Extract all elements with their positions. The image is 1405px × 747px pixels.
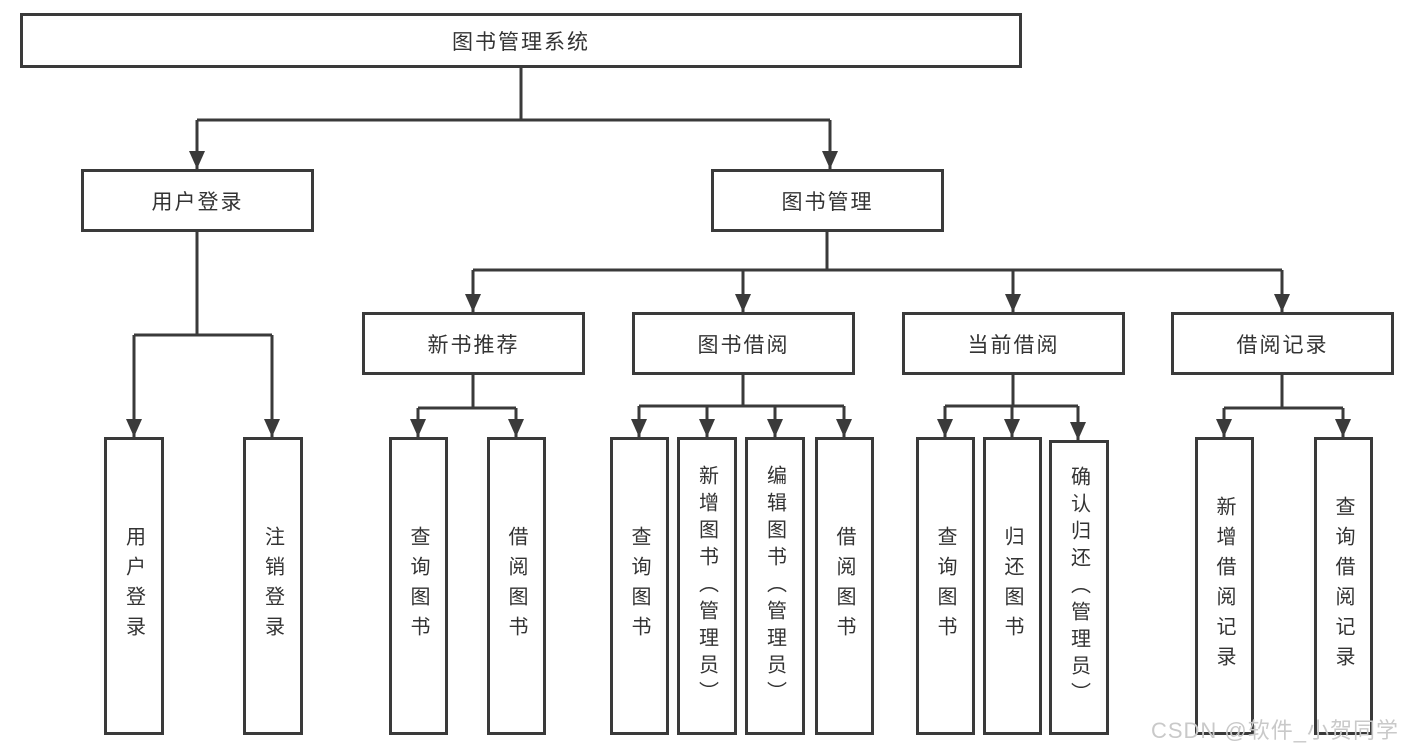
- node-new-book-recommend-label: 新书推荐: [427, 333, 520, 357]
- leaf-query-books-borrow-label: 查询图书: [628, 526, 650, 646]
- csdn-watermark: CSDN @软件_小贺同学: [1150, 718, 1399, 743]
- node-book-borrow: 图书借阅: [632, 312, 855, 375]
- node-borrow-records: 借阅记录: [1171, 312, 1394, 375]
- leaf-query-borrow-record-label: 查询借阅记录: [1332, 496, 1354, 676]
- leaf-add-borrow-record: 新增借阅记录: [1195, 437, 1254, 735]
- leaf-query-books-current: 查询图书: [916, 437, 975, 735]
- leaf-add-book-admin: 新增图书（管理员）: [677, 437, 737, 735]
- node-book-management: 图书管理: [711, 169, 944, 232]
- leaf-add-book-admin-label: 新增图书（管理员）: [695, 464, 718, 708]
- node-user-login: 用户登录: [81, 169, 314, 232]
- leaf-query-books-borrow: 查询图书: [610, 437, 669, 735]
- leaf-confirm-return-admin-label: 确认归还（管理员）: [1067, 466, 1090, 709]
- node-root: 图书管理系统: [20, 13, 1022, 68]
- node-book-borrow-label: 图书借阅: [697, 333, 790, 357]
- leaf-return-book-label: 归还图书: [1001, 526, 1023, 646]
- leaf-logout-login: 注销登录: [243, 437, 303, 735]
- leaf-add-borrow-record-label: 新增借阅记录: [1213, 496, 1235, 676]
- leaf-borrow-books-recommend-label: 借阅图书: [505, 526, 527, 646]
- node-root-label: 图书管理系统: [452, 30, 590, 54]
- leaf-borrow-books-label: 借阅图书: [833, 526, 855, 646]
- leaf-query-books-recommend-label: 查询图书: [407, 526, 429, 646]
- leaf-return-book: 归还图书: [983, 437, 1042, 735]
- node-current-borrow-label: 当前借阅: [967, 333, 1060, 357]
- leaf-borrow-books: 借阅图书: [815, 437, 874, 735]
- leaf-user-login-label: 用户登录: [122, 526, 145, 646]
- leaf-edit-book-admin-label: 编辑图书（管理员）: [763, 464, 786, 708]
- leaf-logout-login-label: 注销登录: [261, 526, 284, 646]
- leaf-edit-book-admin: 编辑图书（管理员）: [745, 437, 805, 735]
- node-new-book-recommend: 新书推荐: [362, 312, 585, 375]
- node-book-management-label: 图书管理: [781, 190, 874, 214]
- leaf-confirm-return-admin: 确认归还（管理员）: [1049, 440, 1109, 735]
- leaf-user-login: 用户登录: [104, 437, 164, 735]
- node-user-login-label: 用户登录: [151, 190, 244, 214]
- leaf-query-borrow-record: 查询借阅记录: [1314, 437, 1373, 735]
- node-borrow-records-label: 借阅记录: [1236, 333, 1329, 357]
- leaf-borrow-books-recommend: 借阅图书: [487, 437, 546, 735]
- leaf-query-books-current-label: 查询图书: [934, 526, 956, 646]
- leaf-query-books-recommend: 查询图书: [389, 437, 448, 735]
- node-current-borrow: 当前借阅: [902, 312, 1125, 375]
